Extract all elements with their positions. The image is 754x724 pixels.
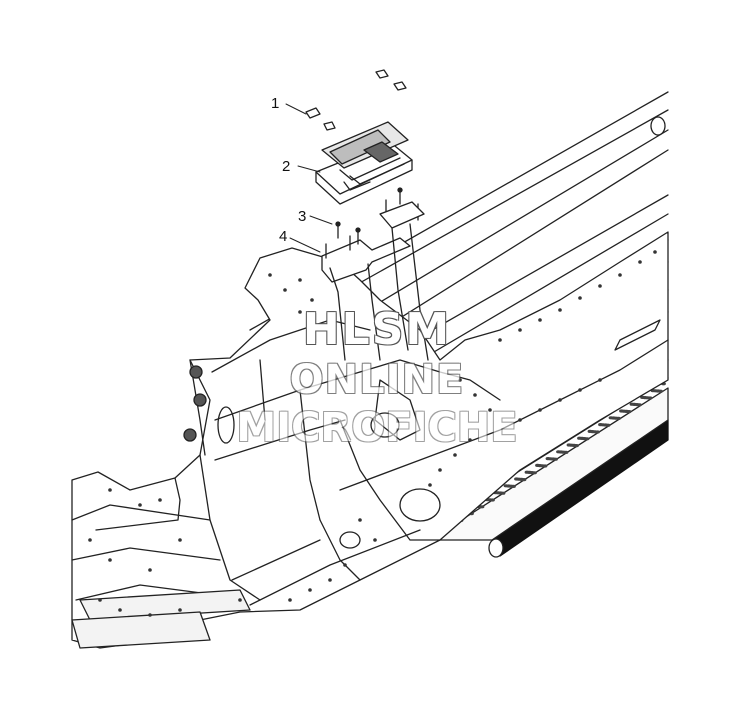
tread-hole xyxy=(556,450,561,454)
rivet-hole xyxy=(578,296,582,300)
rivet-hole xyxy=(558,398,562,402)
nuts xyxy=(305,69,407,131)
rivet-hole xyxy=(158,498,162,502)
rivet-hole xyxy=(538,318,542,322)
tread-hole xyxy=(608,416,614,420)
rivet-hole xyxy=(328,578,332,582)
tread-hole xyxy=(514,477,519,481)
rivet-hole xyxy=(148,613,152,617)
tread-hole xyxy=(640,395,645,399)
rivet-hole xyxy=(238,598,242,602)
tread-hole xyxy=(566,443,572,447)
rivet-hole xyxy=(453,453,457,457)
rivet-hole xyxy=(653,250,657,254)
tread-hole xyxy=(545,457,551,461)
callout-1: 1 xyxy=(271,95,280,112)
rivet-hole xyxy=(343,563,347,567)
rivet-hole xyxy=(358,518,362,522)
rivet-hole xyxy=(458,378,462,382)
watermark-line-2: ONLINE xyxy=(289,357,465,403)
rivet-hole xyxy=(473,393,477,397)
rivet-hole xyxy=(598,284,602,288)
rivet-hole xyxy=(310,298,314,302)
rivet-hole xyxy=(438,468,442,472)
rivet-hole xyxy=(428,483,432,487)
mounting-plate xyxy=(321,199,429,361)
rivet-hole xyxy=(108,488,112,492)
rivet-hole xyxy=(518,328,522,332)
rivet-hole xyxy=(468,438,472,442)
tread-hole xyxy=(535,463,540,467)
callout-2: 2 xyxy=(282,158,291,175)
tread-hole xyxy=(619,409,624,413)
rivet-hole xyxy=(618,273,622,277)
rivet-hole xyxy=(373,538,377,542)
rivet-hole xyxy=(98,598,102,602)
tread-hole xyxy=(629,402,635,406)
watermark-line-1: HLSM xyxy=(302,304,452,355)
rivet-hole xyxy=(268,273,272,277)
rivet-hole xyxy=(178,608,182,612)
ecu-module xyxy=(315,121,413,205)
rivet-hole xyxy=(638,260,642,264)
rivet-hole xyxy=(148,568,152,572)
rivet-hole xyxy=(138,503,142,507)
rivet-hole xyxy=(288,598,292,602)
rivet-hole xyxy=(558,308,562,312)
tread-hole xyxy=(598,423,603,427)
rivet-hole xyxy=(578,388,582,392)
rivet-hole xyxy=(298,310,302,314)
rivet-hole xyxy=(298,278,302,282)
tread-hole xyxy=(524,470,530,474)
callout-3: 3 xyxy=(298,208,307,225)
rivet-hole xyxy=(88,538,92,542)
chassis-frame xyxy=(71,231,669,649)
rivet-hole xyxy=(308,588,312,592)
watermark-line-3: MICROFICHE xyxy=(236,405,518,451)
rivet-hole xyxy=(178,538,182,542)
fasteners xyxy=(335,187,403,245)
tread-hole xyxy=(587,429,593,433)
leader-lines xyxy=(285,103,333,253)
frame-rivet-holes xyxy=(88,250,657,617)
rivet-hole xyxy=(118,608,122,612)
rivet-hole xyxy=(488,408,492,412)
rivet-hole xyxy=(283,288,287,292)
tread-hole xyxy=(577,436,582,440)
callout-4: 4 xyxy=(279,228,288,245)
tread-hole xyxy=(503,484,509,488)
rivet-hole xyxy=(498,338,502,342)
rivet-hole xyxy=(518,418,522,422)
rivet-hole xyxy=(108,558,112,562)
rivet-hole xyxy=(598,378,602,382)
rivet-hole xyxy=(538,408,542,412)
